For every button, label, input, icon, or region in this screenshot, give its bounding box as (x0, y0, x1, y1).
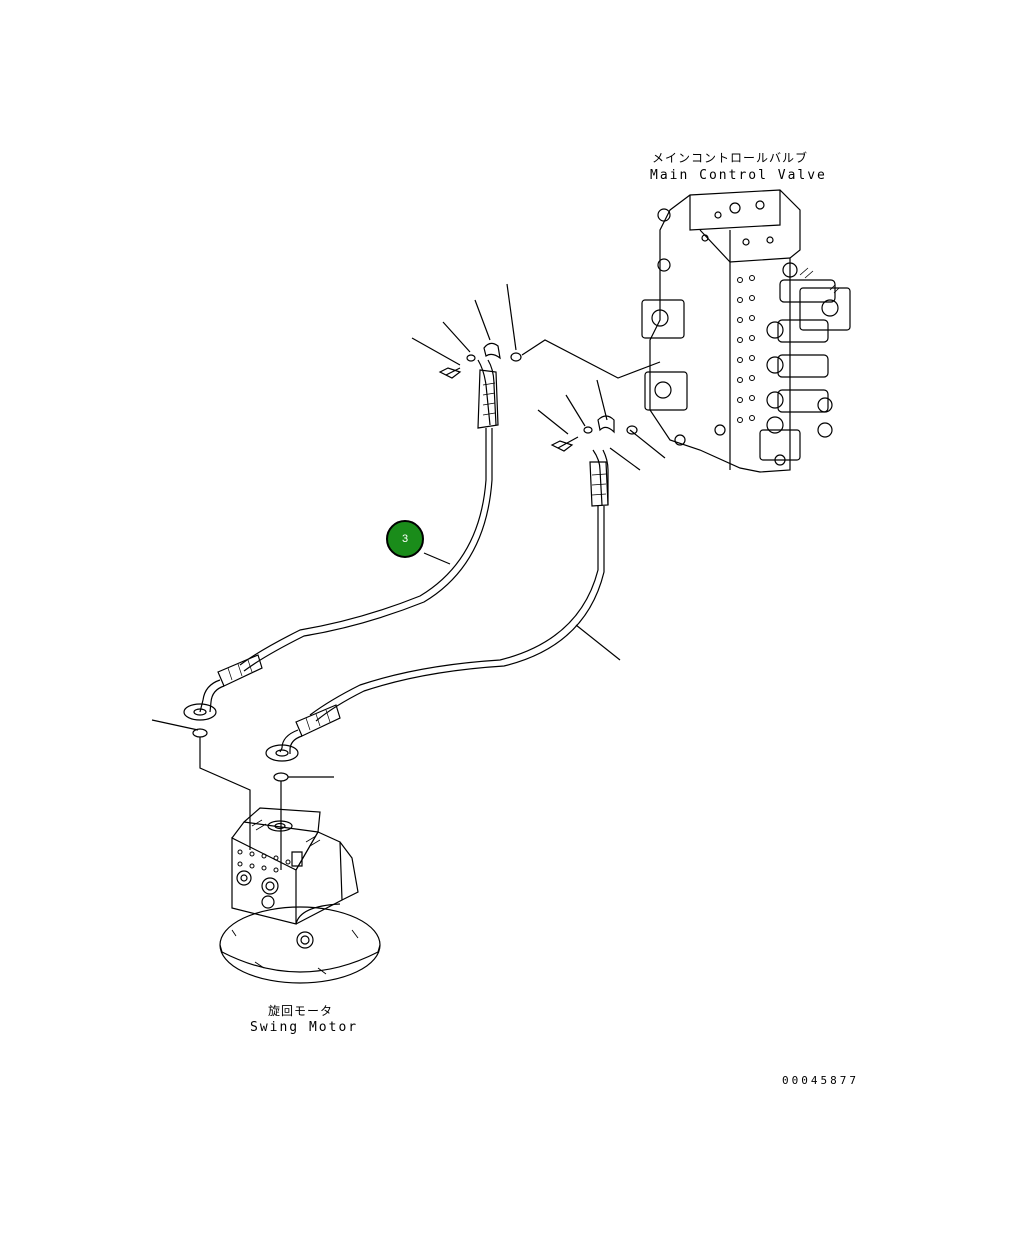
swing-motor-label-en: Swing Motor (250, 1020, 359, 1035)
washer-icon (584, 427, 592, 433)
o-ring-icon (627, 426, 637, 434)
drawing-number: 00045877 (782, 1074, 859, 1087)
o-ring-icon (193, 729, 207, 737)
swing-motor-label-jp: 旋回モータ (268, 1004, 334, 1018)
hose-assembly (184, 360, 498, 720)
upper-fittings (412, 284, 665, 470)
bolt-icon (440, 368, 460, 378)
part-callout-3[interactable]: 3 (386, 520, 424, 558)
main-control-valve-label-en: Main Control Valve (650, 168, 827, 183)
main-control-valve-label-jp: メインコントロールバルブ (652, 151, 809, 165)
bolt-icon (552, 437, 578, 451)
washer-icon (467, 355, 475, 361)
main-control-valve-drawing (642, 190, 850, 472)
o-ring-icon (511, 353, 521, 361)
o-ring-icon (274, 773, 288, 781)
lower-fittings (152, 720, 334, 870)
clamp-icon (484, 343, 500, 358)
swing-motor-drawing (220, 808, 380, 983)
hose-assembly (266, 450, 620, 761)
clamp-icon (598, 416, 614, 432)
